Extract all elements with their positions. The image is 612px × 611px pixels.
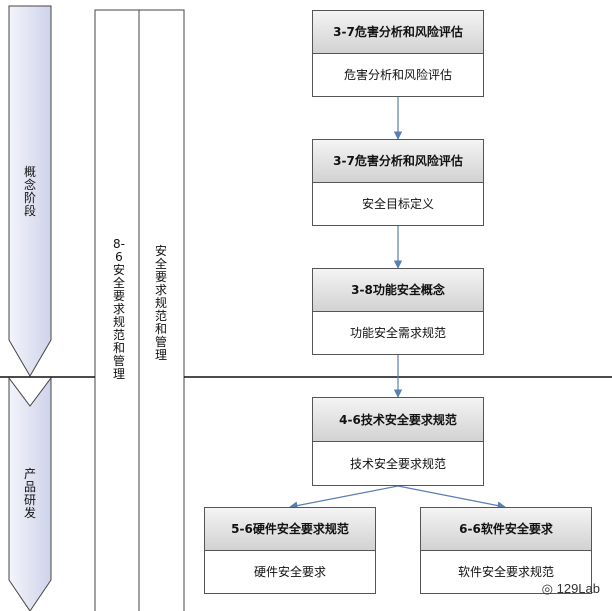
watermark: ◎ 129Lab (542, 581, 600, 597)
phase-label-concept: 概念阶段 (23, 165, 36, 218)
process-box-subtitle: 软件安全要求规范 (457, 565, 554, 580)
connector-arrow (397, 485, 506, 510)
process-box-title: 6-6软件安全要求 (421, 508, 591, 551)
process-box-technical-safety: 4-6技术安全要求规范 技术安全要求规范 (312, 397, 484, 486)
process-box-subtitle: 危害分析和风险评估 (343, 68, 452, 83)
process-box-title: 3-8功能安全概念 (313, 269, 483, 312)
phase-arrow-concept (8, 5, 52, 377)
process-box-subtitle: 技术安全要求规范 (349, 456, 446, 471)
process-box-software-safety: 6-6软件安全要求 软件安全要求规范 (420, 507, 592, 594)
wechat-icon: ◎ (541, 581, 553, 596)
side-column-label-management: 安全要求规范和管理 (154, 244, 167, 362)
watermark-text: 129Lab (556, 581, 600, 596)
process-box-subtitle: 功能安全需求规范 (349, 326, 446, 341)
process-box-hardware-safety: 5-6硬件安全要求规范 硬件安全要求 (204, 507, 376, 594)
process-box-title: 4-6技术安全要求规范 (313, 398, 483, 442)
side-column-label-8-6: 8-6安全要求规范和管理 (112, 237, 125, 381)
process-box-subtitle: 硬件安全要求 (253, 565, 326, 580)
process-box-hara: 3-7危害分析和风险评估 危害分析和风险评估 (312, 10, 484, 97)
process-box-title: 3-7危害分析和风险评估 (313, 140, 483, 183)
phase-arrow-development (8, 376, 52, 611)
process-box-functional-safety-concept: 3-8功能安全概念 功能安全需求规范 (312, 268, 484, 355)
phase-label-development: 产品研发 (23, 467, 36, 520)
process-box-subtitle: 安全目标定义 (361, 197, 434, 212)
process-box-title: 3-7危害分析和风险评估 (313, 11, 483, 54)
connector-arrow (289, 485, 399, 510)
process-box-title: 5-6硬件安全要求规范 (205, 508, 375, 551)
process-box-safety-goals: 3-7危害分析和风险评估 安全目标定义 (312, 139, 484, 226)
